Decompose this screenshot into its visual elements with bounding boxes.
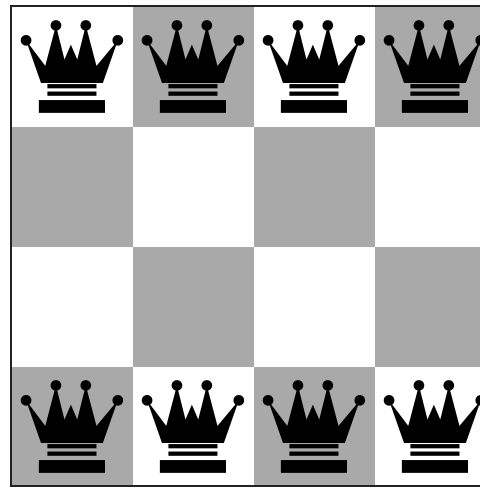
queen-icon[interactable]	[382, 379, 480, 475]
queen-icon[interactable]	[261, 19, 369, 115]
board-square-d3[interactable]	[375, 127, 480, 247]
board-square-c1[interactable]	[254, 367, 375, 487]
board-square-a3[interactable]	[12, 127, 133, 247]
board-square-a2[interactable]	[12, 247, 133, 367]
queen-icon[interactable]	[382, 19, 480, 115]
board-square-c4[interactable]	[254, 7, 375, 127]
board-square-c3[interactable]	[254, 127, 375, 247]
queen-icon[interactable]	[140, 379, 248, 475]
board-square-b2[interactable]	[133, 247, 254, 367]
chess-board-frame	[10, 5, 480, 487]
queen-icon[interactable]	[261, 379, 369, 475]
board-square-c2[interactable]	[254, 247, 375, 367]
queen-icon[interactable]	[140, 19, 248, 115]
board-square-d1[interactable]	[375, 367, 480, 487]
queen-icon[interactable]	[19, 19, 127, 115]
board-square-a4[interactable]	[12, 7, 133, 127]
board-square-b1[interactable]	[133, 367, 254, 487]
board-square-b4[interactable]	[133, 7, 254, 127]
board-square-b3[interactable]	[133, 127, 254, 247]
chess-board	[12, 7, 480, 487]
board-square-a1[interactable]	[12, 367, 133, 487]
board-square-d2[interactable]	[375, 247, 480, 367]
board-square-d4[interactable]	[375, 7, 480, 127]
queen-icon[interactable]	[19, 379, 127, 475]
